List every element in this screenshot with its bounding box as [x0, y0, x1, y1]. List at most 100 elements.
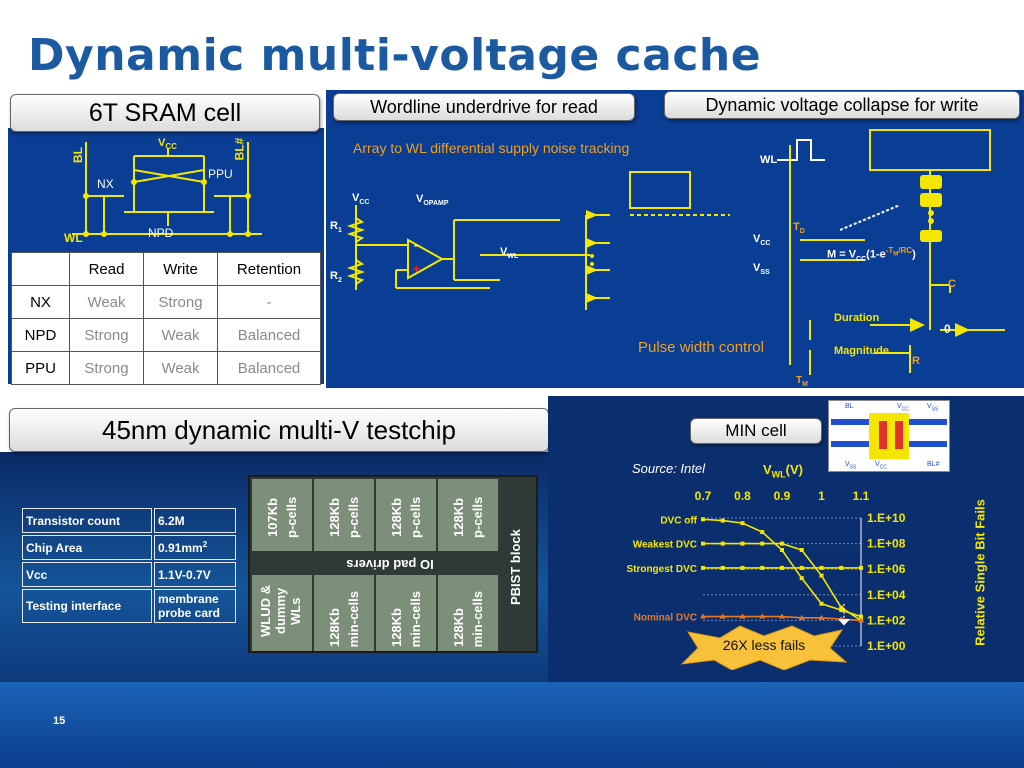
- table-cell: Balanced: [217, 351, 321, 385]
- series-point: [779, 613, 785, 619]
- series-label: Weakest DVC: [633, 540, 697, 551]
- chart-xlabel-unit: (V): [785, 462, 804, 477]
- block-size: 128Kb: [389, 607, 404, 647]
- chart-xlabel-sub: WL: [771, 469, 786, 480]
- series-point: [819, 565, 824, 570]
- slide-title: Dynamic multi-voltage cache: [28, 30, 762, 81]
- layout-label-vcc-bottom: VCC: [875, 461, 887, 470]
- r1-label: R1: [330, 220, 342, 234]
- layout-label-vss-bottom-sub: SS: [849, 464, 857, 471]
- block-size: 128Kb: [451, 607, 466, 647]
- formula-sup: -TM/RC: [886, 246, 913, 258]
- series-point: [701, 541, 705, 546]
- die-block: 107Kb p-cells: [252, 479, 312, 551]
- series-point: [839, 605, 844, 610]
- collapse-vcc-sub: CC: [760, 240, 771, 248]
- collapse-c: C: [948, 278, 956, 290]
- collapse-vss-sub: SS: [760, 269, 770, 277]
- fails-callout: 26X less fails: [680, 624, 848, 671]
- vcc-label: VCC: [158, 137, 177, 151]
- vwl-label: VWL: [500, 246, 518, 260]
- formula-sup-sub: M: [893, 251, 899, 258]
- series-point: [818, 614, 825, 620]
- wl-vcc-sub: CC: [359, 199, 370, 207]
- collapse-header: Dynamic voltage collapse for write: [664, 91, 1020, 119]
- series-point: [740, 541, 745, 546]
- series-point: [819, 601, 824, 606]
- die-photo: 107Kb p-cells 128Kb p-cells 128Kb p-cell…: [248, 475, 538, 653]
- r2-sub: 2: [337, 277, 342, 285]
- series-point: [719, 613, 726, 619]
- chart-xlabel: VWL(V): [763, 462, 803, 480]
- page-number: 15: [53, 715, 66, 727]
- table-row: NPD Strong Weak Balanced: [11, 318, 321, 352]
- io-drivers-label: IO pad drivers: [346, 557, 434, 572]
- table-header-cell: Read: [69, 252, 144, 286]
- table-row: Transistor count 6.2M: [22, 508, 236, 533]
- spec-label: Chip Area: [22, 535, 152, 560]
- x-tick-label: 0.7: [695, 489, 712, 503]
- series-point: [859, 614, 863, 619]
- block-kind: min-cells: [408, 590, 423, 647]
- block-size: 128Kb: [451, 497, 466, 537]
- die-block: 128Kb min-cells: [438, 575, 498, 651]
- spec-label: Transistor count: [22, 508, 152, 533]
- block-kind: min-cells: [346, 590, 361, 647]
- table-cell: Strong: [69, 351, 144, 385]
- r1-sub: 1: [337, 227, 342, 235]
- magnitude-label: Magnitude: [834, 345, 889, 357]
- y-tick-label: 1.E+06: [867, 562, 906, 576]
- die-bottom-row: WLUD & dummy WLs 128Kb min-cells 128Kb m…: [252, 575, 498, 651]
- series-point: [700, 613, 706, 619]
- x-tick-label: 0.9: [774, 489, 791, 503]
- layout-label-bl: BL: [845, 403, 854, 410]
- table-header-cell: Retention: [217, 252, 321, 286]
- die-block: 128Kb min-cells: [376, 575, 436, 651]
- table-cell: Strong: [143, 285, 218, 319]
- sram-schematic: [72, 142, 262, 237]
- series-label: Strongest DVC: [626, 564, 697, 575]
- table-cell: Weak: [69, 285, 144, 319]
- vwl-sub: WL: [507, 253, 519, 261]
- y-tick-label: 1.E+08: [867, 537, 906, 551]
- series-point: [858, 617, 864, 623]
- series-point: [720, 518, 725, 523]
- spec-value: 6.2M: [154, 508, 236, 533]
- zero-label: 0: [944, 322, 951, 336]
- series-point: [701, 517, 705, 522]
- layout-label-vss-top-text: V: [927, 403, 932, 410]
- layout-label-vcc-bottom-sub: CC: [879, 464, 887, 471]
- table-cell: Balanced: [217, 318, 321, 352]
- die-block: 128Kb p-cells: [314, 479, 374, 551]
- series-label: DVC off: [660, 515, 697, 526]
- wordline-circuit: [346, 171, 730, 310]
- table-row: Vcc 1.1V-0.7V: [22, 562, 236, 587]
- table-row: Testing interface membrane probe card: [22, 589, 236, 623]
- series-point: [839, 565, 844, 570]
- block-kind: min-cells: [470, 590, 485, 647]
- y-tick-label: 1.E+10: [867, 511, 906, 525]
- die-block: 128Kb p-cells: [376, 479, 436, 551]
- block-kind: p-cells: [346, 496, 361, 538]
- table-cell: NX: [11, 285, 70, 319]
- collapse-td-sub: D: [799, 228, 805, 236]
- formula-sup-end: /RC: [898, 246, 913, 255]
- npd-label: NPD: [148, 226, 174, 240]
- table-cell: NPD: [11, 318, 70, 352]
- vcc-text: V: [158, 137, 166, 149]
- r-label: R: [912, 355, 920, 367]
- collapse-td-text: T: [793, 221, 800, 233]
- tm-label: TM: [796, 375, 808, 388]
- table-cell: Strong: [69, 318, 144, 352]
- wl-vcc-label: VCC: [352, 192, 369, 206]
- blb-label: BL#: [232, 137, 247, 161]
- y-tick-label: 1.E+00: [867, 639, 906, 653]
- ppu-label: PPU: [208, 167, 233, 181]
- wl-label: WL: [64, 231, 83, 245]
- series-point: [799, 565, 804, 570]
- collapse-formula: M = VCC(1-e-TM/RC): [827, 246, 916, 263]
- opamp-plus: +: [413, 262, 421, 276]
- series-point: [780, 565, 784, 570]
- series-point: [780, 541, 784, 546]
